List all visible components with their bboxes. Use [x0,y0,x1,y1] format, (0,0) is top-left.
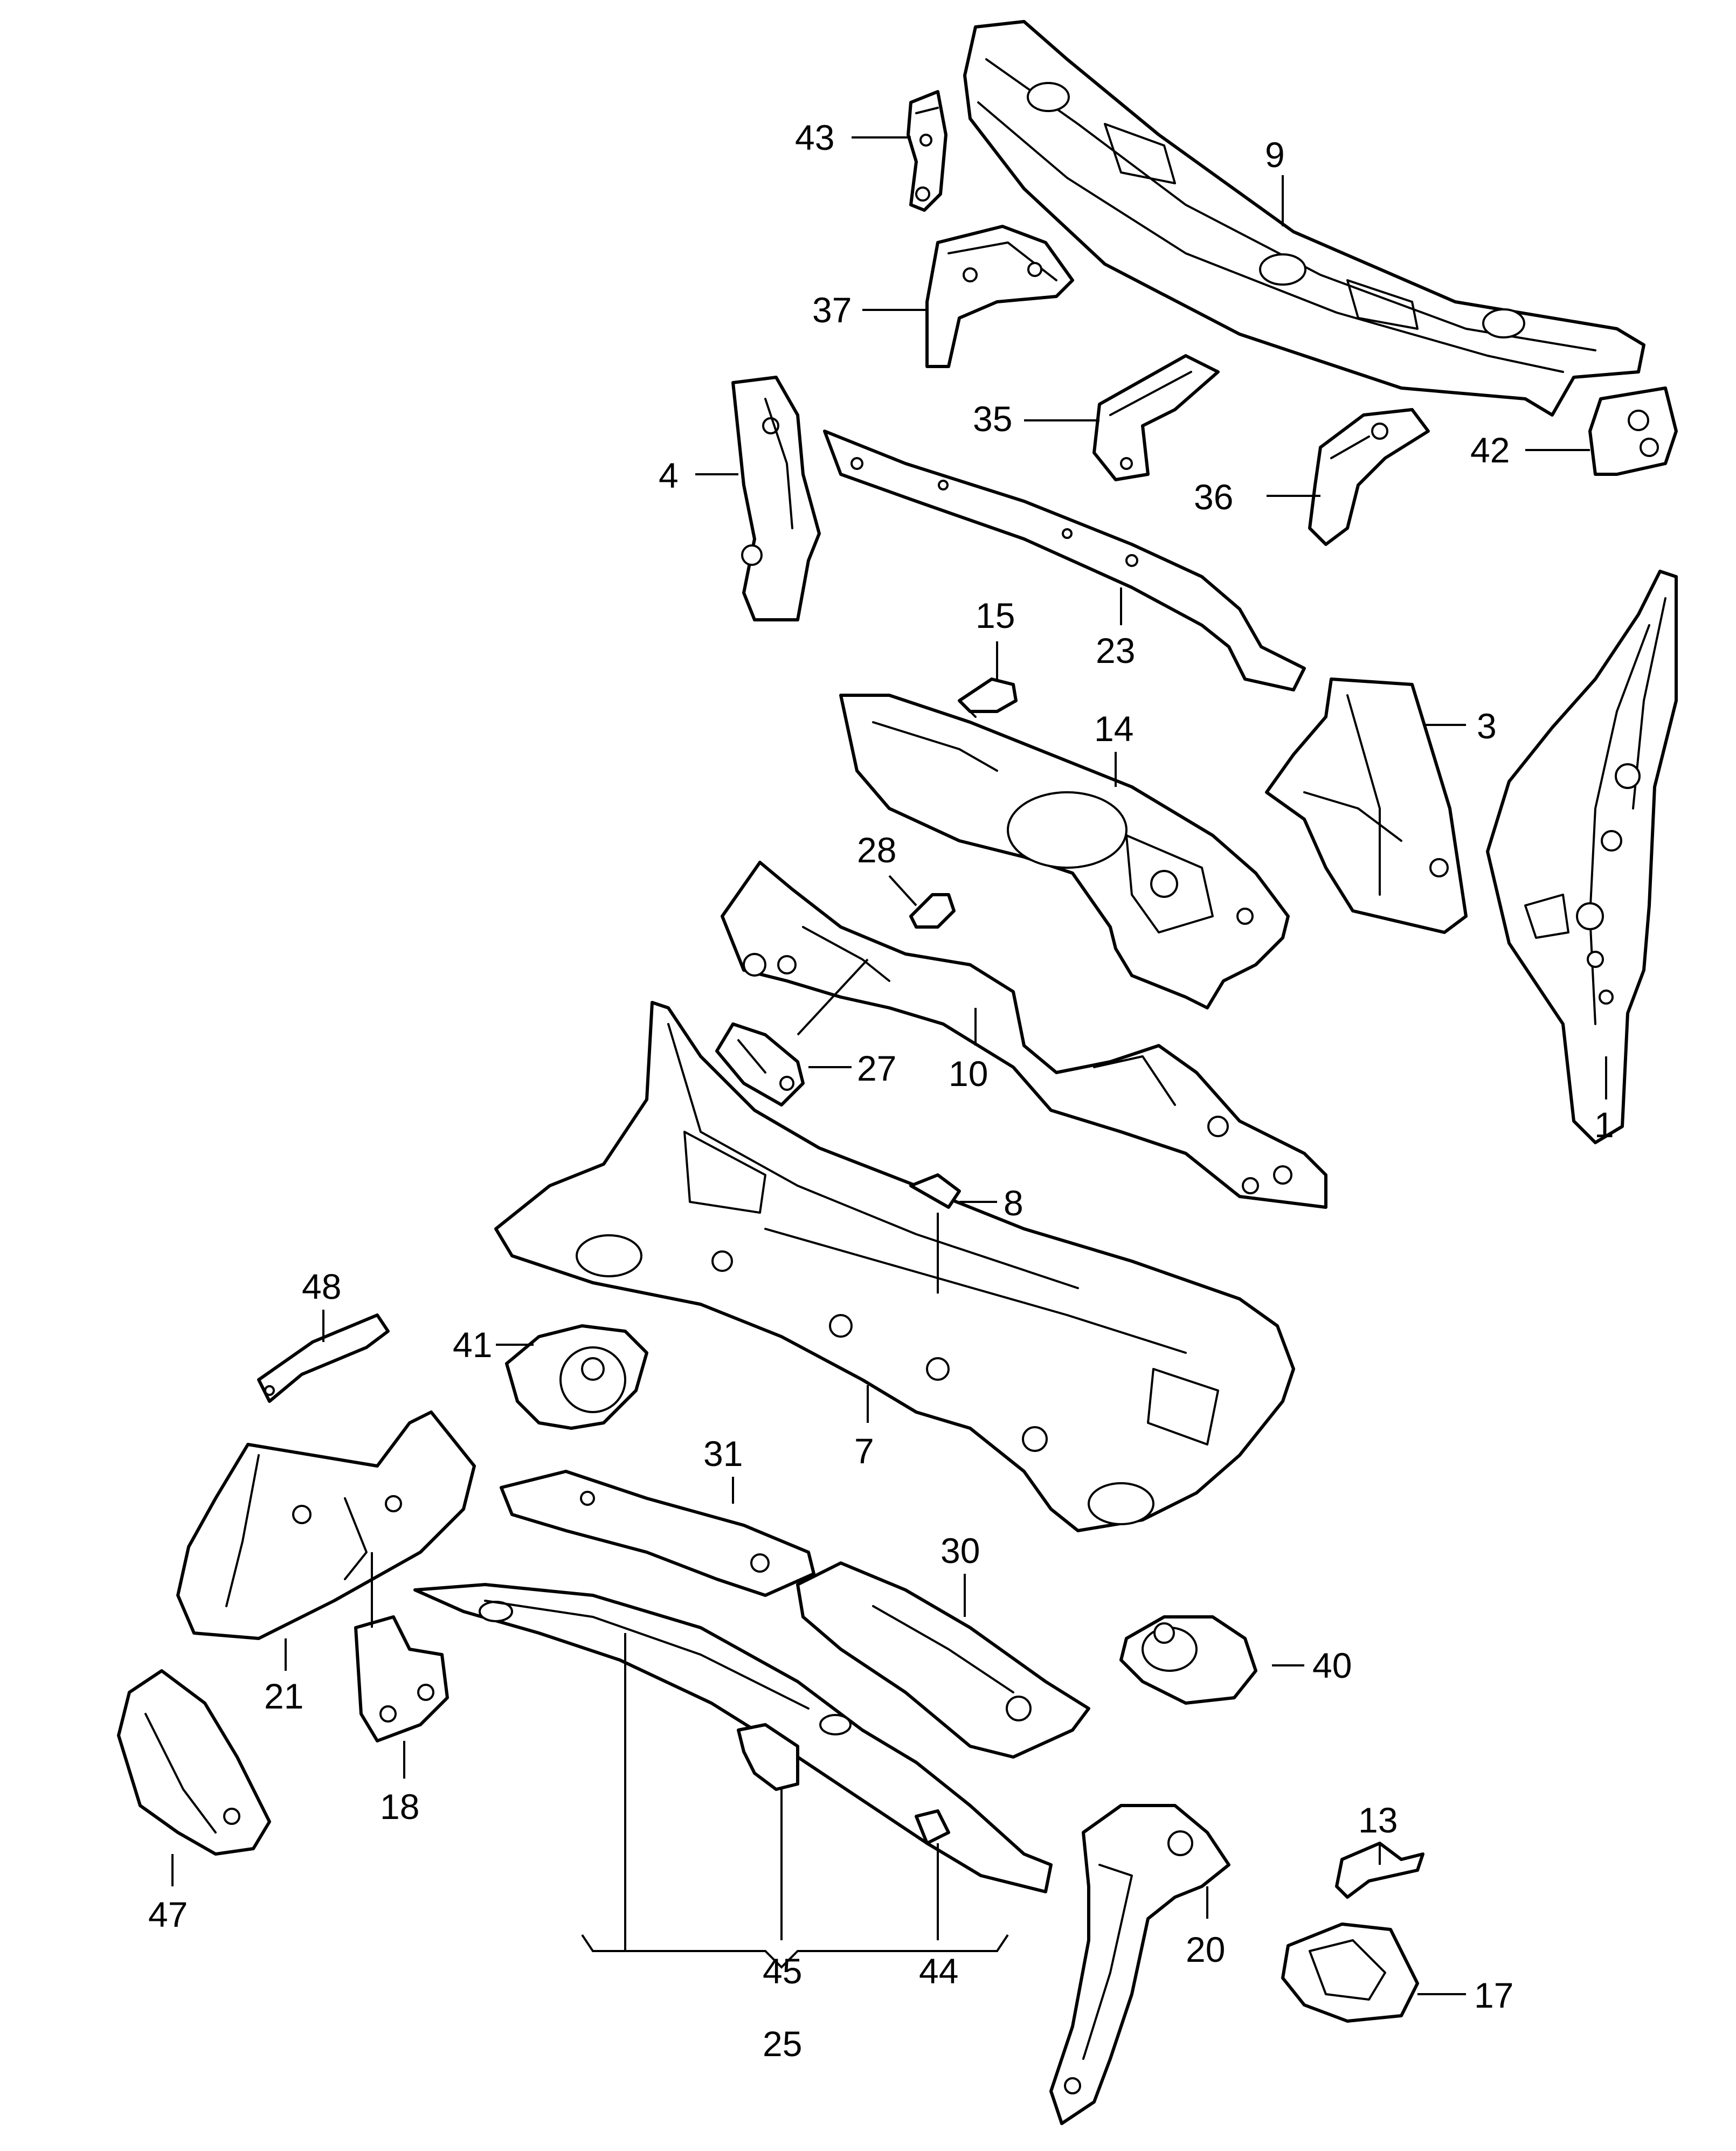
part-35-bracket [1092,354,1220,481]
part-44-bracket [915,1809,950,1845]
callout-45: 45 [763,1951,802,1991]
part-18-bracket [354,1615,449,1742]
callout-labels: 9 43 37 35 36 42 4 23 3 15 14 1 28 27 10… [148,117,1614,2064]
part-4-side-panel [731,376,821,621]
part-13-clip [1335,1842,1424,1899]
callout-37: 37 [812,290,852,330]
part-47-pillar-trim [117,1669,271,1856]
part-1-a-pillar-panel [1486,570,1678,1144]
callout-44: 44 [919,1951,958,1991]
callout-20: 20 [1186,1929,1225,1969]
callout-18: 18 [380,1787,419,1827]
part-41-mount [505,1324,648,1430]
part-7-bulkhead [494,1001,1295,1532]
callout-14: 14 [1094,709,1133,749]
part-43-bracket [907,90,947,212]
callout-13: 13 [1358,1800,1398,1840]
part-23-reinforcement [823,430,1306,691]
callout-21: 21 [264,1676,303,1716]
part-25-lower-panel [413,1583,1053,1893]
callout-28: 28 [857,830,896,870]
callout-8: 8 [1004,1183,1023,1223]
part-14-bulkhead-insulation [839,694,1290,1009]
callout-4: 4 [659,455,679,495]
part-15-bolt [958,677,1018,718]
part-36-bracket [1308,408,1430,546]
callout-36: 36 [1194,477,1233,517]
callout-10: 10 [949,1054,988,1094]
part-3-wheelhouse-panel [1265,677,1468,934]
callout-15: 15 [976,596,1015,635]
part-37-bracket [925,225,1074,368]
part-10-cross-member [721,861,1327,1209]
part-30-member [796,1561,1090,1759]
callout-41: 41 [453,1325,492,1365]
callout-27: 27 [857,1048,896,1088]
part-45-bracket [737,1723,799,1791]
part-9-cowl-panel [963,20,1645,417]
part-20-pillar [1049,1804,1230,2125]
callout-31: 31 [703,1434,743,1474]
part-21-side-box [176,1410,476,1640]
callout-17: 17 [1474,1975,1513,2015]
leader-lines [171,136,1607,1995]
part-31-member [500,1470,815,1597]
part-28-bolt [909,893,956,929]
part-42-bracket [1588,386,1678,476]
callout-35: 35 [973,399,1012,439]
part-40-mount [1119,1615,1257,1705]
part-8-clip [909,1173,961,1209]
callout-1: 1 [1594,1105,1614,1145]
part-27-bracket [715,1022,805,1106]
callout-3: 3 [1477,706,1497,746]
callout-43: 43 [795,117,834,157]
callout-42: 42 [1470,430,1510,470]
part-17-grommet [1281,1922,1419,2023]
callout-9: 9 [1265,135,1285,175]
callout-30: 30 [940,1531,980,1571]
callout-48: 48 [302,1267,341,1306]
callout-23: 23 [1096,631,1135,670]
callout-47: 47 [148,1894,188,1934]
callout-40: 40 [1312,1645,1352,1685]
callout-7: 7 [854,1431,874,1471]
callout-25: 25 [763,2024,802,2064]
